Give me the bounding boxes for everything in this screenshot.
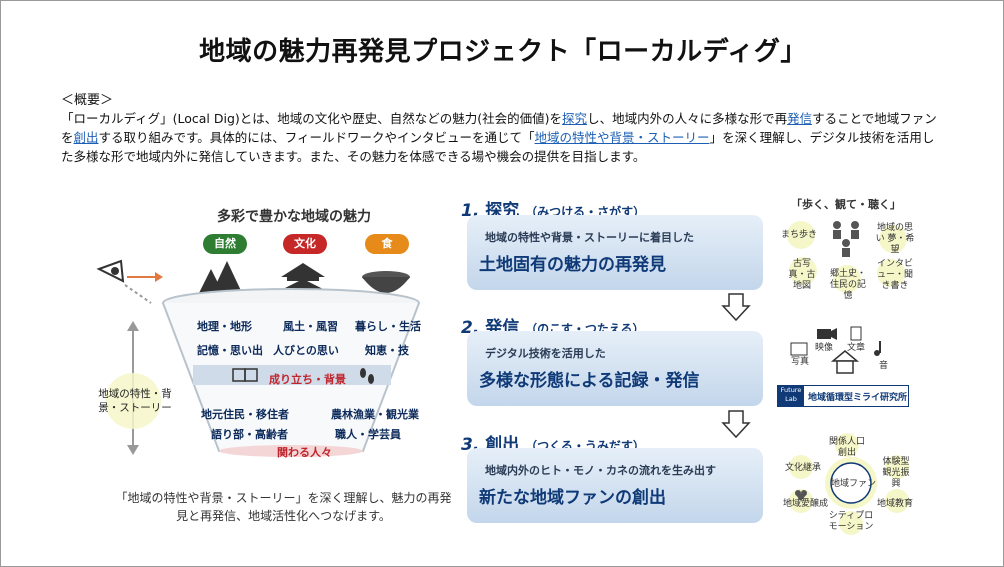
document-icon	[850, 326, 862, 341]
overview-part-5: 」を深く理解し、デジタル技術を活用した多様な形で地域内外に発信していきます。また…	[61, 130, 935, 164]
overview-part-1: 「ローカルディグ」(Local Dig)とは、地域の文化や歴史、自然などの魅力(…	[61, 111, 563, 126]
footprints-icon	[360, 368, 374, 384]
right3-center: 地域ファン	[831, 479, 877, 489]
logo-bottom: Lab	[785, 395, 797, 403]
left-heading: 多彩で豊かな地域の魅力	[217, 209, 371, 225]
cup-item: 暮らし・生活	[355, 320, 421, 333]
overview-text: 「ローカルディグ」(Local Dig)とは、地域の文化や歴史、自然などの魅力(…	[61, 109, 941, 166]
overview-part-3: することで地域ファンを	[61, 111, 937, 145]
music-icon	[874, 341, 881, 356]
people-item: 職人・学芸員	[335, 428, 401, 441]
right3-item: シティプロモーション	[828, 511, 874, 532]
step-desc: 地域の特性や背景・ストーリーに着目した	[485, 231, 694, 244]
people-icon	[833, 221, 859, 257]
down-arrow-icon	[721, 293, 751, 322]
people-item: 農林漁業・観光業	[331, 408, 419, 421]
heart-icon	[795, 490, 807, 501]
link-tankyu[interactable]: 探究	[562, 111, 588, 126]
step-main: 新たな地域ファンの創出	[479, 488, 666, 508]
right1-item: インタビュー・聞き書き	[876, 259, 913, 291]
right1-item: 地域の思い 夢・希望	[875, 223, 915, 255]
down-arrow-icon	[721, 410, 751, 439]
link-soshutsu[interactable]: 創出	[73, 130, 99, 145]
page-title: 地域の魅力再発見プロジェクト「ローカルディグ」	[199, 37, 807, 67]
left-illustration	[96, 259, 420, 457]
right2-item: 音	[879, 361, 889, 371]
step-desc: デジタル技術を活用した	[485, 347, 606, 360]
people-item: 地元住民・移住者	[201, 408, 289, 421]
link-hasshin[interactable]: 発信	[787, 111, 813, 126]
right1-item: 郷土史・住民の記憶	[829, 269, 866, 301]
related-people-label: 関わる人々	[277, 446, 332, 459]
right1-item: まち歩き	[781, 230, 818, 240]
right3-item: 地域愛醸成	[783, 499, 829, 509]
right2-illustration	[790, 326, 881, 374]
left-caption: 「地域の特性や背景・ストーリー」を深く理解し、魅力の再発見と再発信、地域活性化へ…	[115, 491, 452, 523]
badge-culture: 文化	[283, 234, 327, 254]
house-icon	[830, 350, 860, 374]
logo-top: Future	[780, 386, 802, 394]
overview-part-4: する取り組みです。具体的には、フィールドワークやインタビューを通じて「	[98, 130, 535, 145]
bowl-icon	[362, 271, 410, 293]
cup-item: 地理・地形	[197, 320, 252, 333]
right3-item: 地域教育	[877, 499, 914, 509]
cup-item: 記憶・思い出	[197, 344, 263, 357]
cup-item: 風土・風習	[283, 320, 338, 333]
step3-box: 地域内外のヒト・モノ・カネの流れを生み出す 新たな地域ファンの創出	[467, 448, 763, 523]
right2-item: 文章	[847, 343, 866, 353]
right1-illustration	[787, 221, 907, 293]
overview-label: ＜概要＞	[61, 93, 114, 108]
right1-item: 古写真・古地図	[788, 259, 816, 291]
right3-illustration	[789, 433, 909, 535]
right3-item: 文化継承	[785, 463, 822, 473]
cup-item: 人びとの思い	[273, 344, 339, 357]
right3-item: 体験型観光振興	[882, 457, 910, 489]
photo-icon	[790, 342, 808, 356]
step-desc: 地域内外のヒト・モノ・カネの流れを生み出す	[485, 464, 716, 477]
right2-item: 映像	[815, 343, 834, 353]
right2-item: 写真	[791, 357, 810, 367]
side-label: 地域の特性・背景・ストーリー	[98, 388, 172, 414]
book-icon	[232, 368, 258, 382]
step1-box: 地域の特性や背景・ストーリーに着目した 土地固有の魅力の再発見	[467, 215, 763, 290]
badge-food: 食	[365, 234, 409, 254]
cup-item: 知恵・技	[365, 344, 409, 357]
right1-title: 「歩く、観て・聴く」	[791, 198, 901, 211]
overview-part-2: し、地域内外の人々に多様な形で再	[587, 111, 788, 126]
people-item: 語り部・高齢者	[211, 428, 288, 441]
step2-box: デジタル技術を活用した 多様な形態による記録・発信	[467, 331, 763, 406]
camera-icon	[817, 328, 837, 340]
step-main: 土地固有の魅力の再発見	[479, 255, 666, 275]
badge-nature: 自然	[203, 234, 247, 254]
right3-item: 関係人口創出	[829, 437, 866, 458]
step-main: 多様な形態による記録・発信	[479, 371, 700, 391]
band-label: 成り立ち・背景	[269, 373, 346, 386]
eye-icon	[96, 259, 125, 283]
link-story[interactable]: 地域の特性や背景・ストーリー	[534, 130, 710, 145]
lab-name: 地域循環型ミライ研究所	[808, 393, 908, 403]
